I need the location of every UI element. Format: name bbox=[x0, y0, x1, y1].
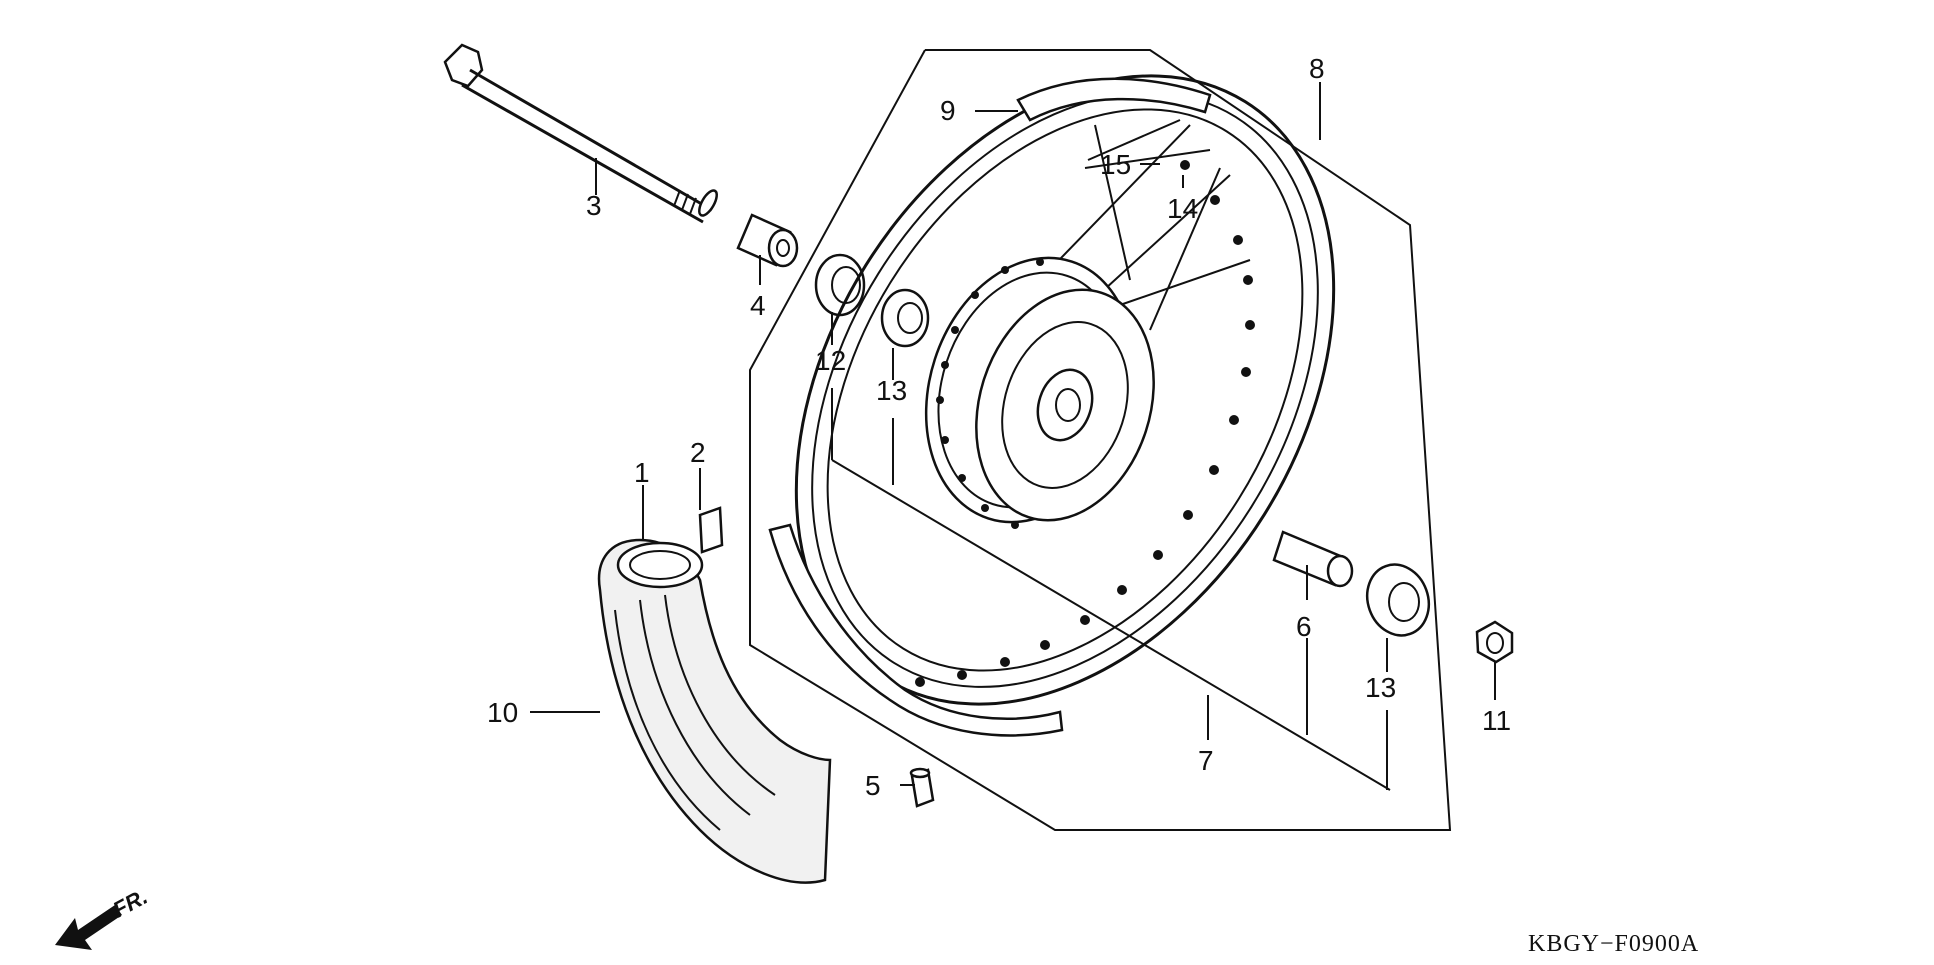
tire-and-tube bbox=[597, 506, 832, 884]
leader-lines bbox=[530, 82, 1496, 791]
axle-bolt bbox=[443, 43, 718, 224]
valve-cap bbox=[909, 767, 935, 808]
callout-7: 7 bbox=[1198, 745, 1214, 776]
callout-8: 8 bbox=[1309, 53, 1325, 84]
callout-4: 4 bbox=[750, 290, 766, 321]
callout-13-right: 13 bbox=[1365, 672, 1396, 703]
drawing-code: KBGY−F0900A bbox=[1528, 931, 1699, 957]
callout-10: 10 bbox=[487, 697, 518, 728]
callout-9: 9 bbox=[940, 95, 956, 126]
rim-band-lower bbox=[768, 523, 1064, 737]
callout-12: 12 bbox=[815, 345, 846, 376]
callout-3: 3 bbox=[586, 190, 602, 221]
bearing-left bbox=[880, 288, 930, 348]
axle-nut bbox=[1475, 620, 1514, 664]
callout-13-left: 13 bbox=[876, 375, 907, 406]
callout-15: 15 bbox=[1100, 149, 1131, 180]
callout-14: 14 bbox=[1167, 193, 1198, 224]
callout-5: 5 bbox=[865, 770, 881, 801]
dust-seal bbox=[814, 253, 866, 317]
callout-2: 2 bbox=[690, 437, 706, 468]
front-direction-arrow: FR. bbox=[55, 884, 152, 950]
bearing-right bbox=[1365, 563, 1431, 637]
callout-6: 6 bbox=[1296, 611, 1312, 642]
collar-right bbox=[1272, 530, 1354, 588]
wheel-hub bbox=[924, 256, 1155, 529]
callout-11: 11 bbox=[1482, 705, 1511, 736]
rim-band-upper bbox=[1016, 77, 1212, 122]
callout-1: 1 bbox=[634, 457, 650, 488]
collar-left bbox=[736, 213, 799, 268]
